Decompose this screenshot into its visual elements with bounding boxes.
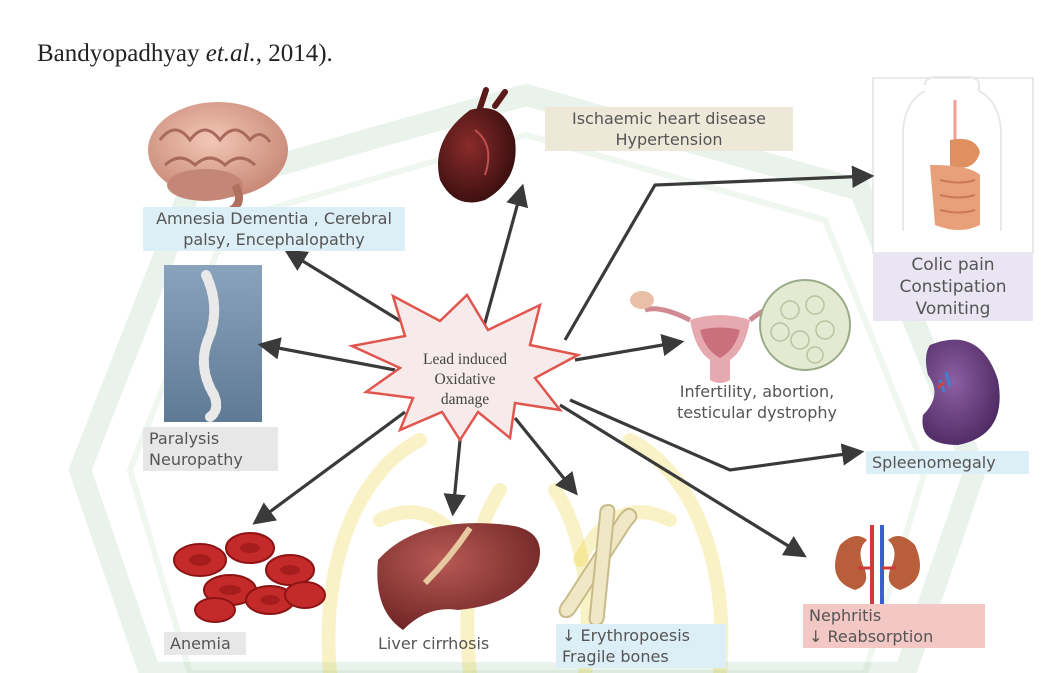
arrow-to-bone xyxy=(515,418,575,492)
reproductive-label-line1: Infertility, abortion, xyxy=(658,381,856,402)
brain-label: Amnesia Dementia , Cerebral palsy, Encep… xyxy=(143,207,405,251)
center-label: Lead induced Oxidative damage xyxy=(400,350,530,410)
spine-label-line2: Neuropathy xyxy=(149,449,272,470)
center-label-line2: Oxidative xyxy=(400,370,530,390)
reproductive-label: Infertility, abortion, testicular dystro… xyxy=(652,380,862,424)
brain-illustration xyxy=(148,102,288,211)
center-label-line1: Lead induced xyxy=(400,350,530,370)
liver-illustration xyxy=(377,523,540,630)
bones-illustration xyxy=(560,505,637,625)
brain-label-line2: palsy, Encephalopathy xyxy=(149,229,399,250)
brain-label-line1: Amnesia Dementia , Cerebral xyxy=(149,208,399,229)
heart-label-line1: Ischaemic heart disease xyxy=(551,108,787,129)
spine-label-line1: Paralysis xyxy=(149,428,272,449)
gut-label-line2: Constipation xyxy=(879,276,1027,298)
digestive-illustration xyxy=(873,77,1033,253)
spleen-label-line1: Spleenomegaly xyxy=(872,452,1023,473)
heart-illustration xyxy=(438,90,516,203)
reproductive-illustration xyxy=(630,280,850,383)
spleen-label: Spleenomegaly xyxy=(866,451,1029,474)
arrow-to-blood xyxy=(256,412,405,522)
center-label-line3: damage xyxy=(400,390,530,410)
kidney-label-line2: ↓ Reabsorption xyxy=(809,626,979,647)
arrow-to-kidney xyxy=(560,405,803,555)
liver-label-line1: Liver cirrhosis xyxy=(378,633,516,654)
bone-label: ↓ Erythropoesis Fragile bones xyxy=(556,624,726,668)
spleen-illustration xyxy=(922,340,999,445)
bone-label-line1: ↓ Erythropoesis xyxy=(562,625,720,646)
blood-label-line1: Anemia xyxy=(170,633,240,654)
spine-illustration xyxy=(164,265,262,422)
gut-label-line3: Vomiting xyxy=(879,298,1027,320)
gut-label: Colic pain Constipation Vomiting xyxy=(873,253,1033,321)
arrow-to-brain xyxy=(288,252,415,330)
kidney-label: Nephritis ↓ Reabsorption xyxy=(803,604,985,648)
kidney-illustration xyxy=(835,525,920,610)
kidney-label-line1: Nephritis xyxy=(809,605,979,626)
blood-cells-illustration xyxy=(174,533,325,622)
liver-label: Liver cirrhosis xyxy=(372,632,522,655)
heart-label-line2: Hypertension xyxy=(551,129,787,150)
bone-label-line2: Fragile bones xyxy=(562,646,720,667)
reproductive-label-line2: testicular dystrophy xyxy=(658,402,856,423)
heart-label: Ischaemic heart disease Hypertension xyxy=(545,107,793,151)
spine-label: Paralysis Neuropathy xyxy=(143,427,278,471)
arrow-to-heart xyxy=(483,188,522,330)
blood-label: Anemia xyxy=(164,632,246,655)
gut-label-line1: Colic pain xyxy=(879,254,1027,276)
arrow-to-reproductive xyxy=(575,342,680,360)
